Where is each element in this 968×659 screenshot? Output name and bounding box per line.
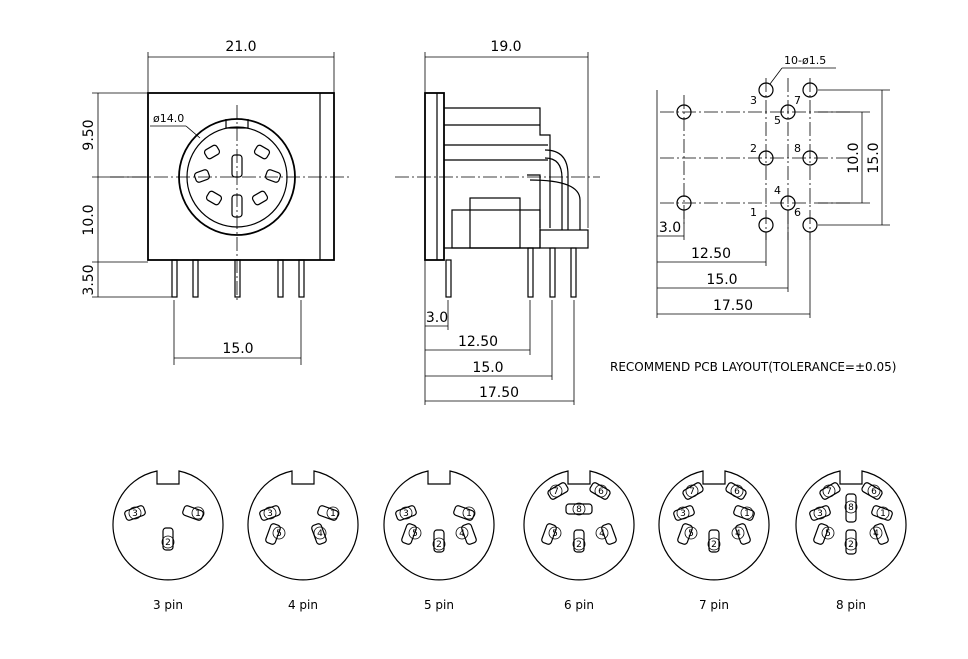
- pin-number: 3: [403, 509, 409, 519]
- pcb-hole-spec: 10-ø1.5: [784, 54, 826, 67]
- side-dim-b: 12.50: [458, 334, 498, 350]
- side-dim-c: 15.0: [472, 360, 503, 376]
- variant-label: 7 pin: [699, 598, 729, 612]
- front-width-dim: 21.0: [225, 39, 256, 55]
- front-contacts: [193, 144, 282, 218]
- variant-7-pin: 7 6 3 1 5 2 4 7 pin: [658, 470, 770, 612]
- pcb-pin-label: 2: [750, 142, 757, 155]
- pin-number: 6: [734, 487, 740, 497]
- pcb-layout: 3 5 7 2 8 4 1 6 10-ø1.5 10.0 15.0 3.0 12…: [610, 54, 896, 374]
- pin-number: 3: [680, 509, 686, 519]
- pcb-pin-label: 6: [794, 206, 801, 219]
- side-pins: [445, 247, 577, 298]
- pcb-dim-a: 3.0: [659, 220, 681, 236]
- variant-3-pin: 3 1 2 3 pin: [112, 470, 224, 612]
- pcb-dim-b: 12.50: [691, 246, 731, 262]
- pin-number: 4: [873, 529, 879, 539]
- side-dim-d: 17.50: [479, 385, 519, 401]
- front-pins: [171, 259, 305, 298]
- front-body: [147, 92, 335, 261]
- variant-label: 3 pin: [153, 598, 183, 612]
- pin-number: 8: [848, 503, 854, 513]
- pin-number: 5: [412, 529, 418, 539]
- variant-label: 4 pin: [288, 598, 318, 612]
- pin-number: 5: [825, 529, 831, 539]
- pin-number: 2: [576, 540, 582, 550]
- variant-label: 8 pin: [836, 598, 866, 612]
- pcb-dim-v1: 10.0: [846, 142, 862, 173]
- pin-number: 2: [165, 538, 171, 548]
- pin-number: 7: [689, 487, 695, 497]
- pcb-caption: RECOMMEND PCB LAYOUT(TOLERANCE=±0.05): [610, 360, 896, 374]
- pcb-pin-label: 7: [794, 94, 801, 107]
- pin-number: 5: [276, 529, 282, 539]
- pin-number: 8: [576, 505, 582, 515]
- front-upper-dim: 9.50: [81, 119, 97, 150]
- pin-number: 4: [459, 529, 465, 539]
- front-view: 21.0 9.50 10.0 3.50 ø14.0 15.0: [81, 39, 350, 365]
- front-circle-dim: ø14.0: [153, 112, 184, 125]
- pin-number: 7: [553, 487, 559, 497]
- variant-label: 6 pin: [564, 598, 594, 612]
- pin-number: 3: [132, 509, 138, 519]
- pin-number: 6: [598, 487, 604, 497]
- front-lower-dim: 10.0: [81, 204, 97, 235]
- front-pin-length-dim: 3.50: [81, 264, 97, 295]
- pin-number: 7: [826, 487, 832, 497]
- pin-number: 4: [599, 529, 605, 539]
- pin-number: 3: [267, 509, 273, 519]
- pin-number: 1: [744, 509, 750, 519]
- variant-8-pin: 7 6 3 8 1 5 2 4 8 pin: [795, 470, 907, 612]
- pin-number: 1: [195, 509, 201, 519]
- side-front-plate: [424, 92, 445, 261]
- pcb-pin-label: 4: [774, 184, 781, 197]
- pin-number: 6: [871, 487, 877, 497]
- pcb-pin-label: 3: [750, 94, 757, 107]
- pin-number: 4: [317, 529, 323, 539]
- pcb-pin-label: 1: [750, 206, 757, 219]
- pin-number: 2: [848, 540, 854, 550]
- pcb-holes: [676, 82, 818, 233]
- side-view: 19.0 3.0 12.50 15.0 17.50: [395, 39, 600, 405]
- front-pin-span-dim: 15.0: [222, 341, 253, 357]
- pin-number: 2: [436, 540, 442, 550]
- pcb-dim-d: 17.50: [713, 298, 753, 314]
- pin-number: 1: [466, 509, 472, 519]
- pcb-pin-label: 8: [794, 142, 801, 155]
- variant-6-pin: 7 6 8 5 2 4 6 pin: [523, 470, 635, 612]
- variant-4-pin: 3 1 5 4 4 pin: [247, 470, 359, 612]
- pcb-pin-label: 5: [774, 114, 781, 127]
- variant-label: 5 pin: [424, 598, 454, 612]
- pin-number: 5: [552, 529, 558, 539]
- pin-number: 1: [880, 509, 886, 519]
- pin-number: 2: [711, 540, 717, 550]
- pin-number: 5: [688, 529, 694, 539]
- variant-5-pin: 3 1 5 2 4 5 pin: [383, 470, 495, 612]
- pin-variants: 3 1 2 3 pin 3 1 5 4 4 pin: [112, 470, 907, 612]
- side-dim-a: 3.0: [426, 310, 448, 326]
- pcb-dim-v2: 15.0: [866, 142, 882, 173]
- pin-number: 1: [330, 509, 336, 519]
- pin-number: 3: [817, 509, 823, 519]
- side-depth-dim: 19.0: [490, 39, 521, 55]
- pin-number: 4: [735, 529, 741, 539]
- pcb-dim-c: 15.0: [706, 272, 737, 288]
